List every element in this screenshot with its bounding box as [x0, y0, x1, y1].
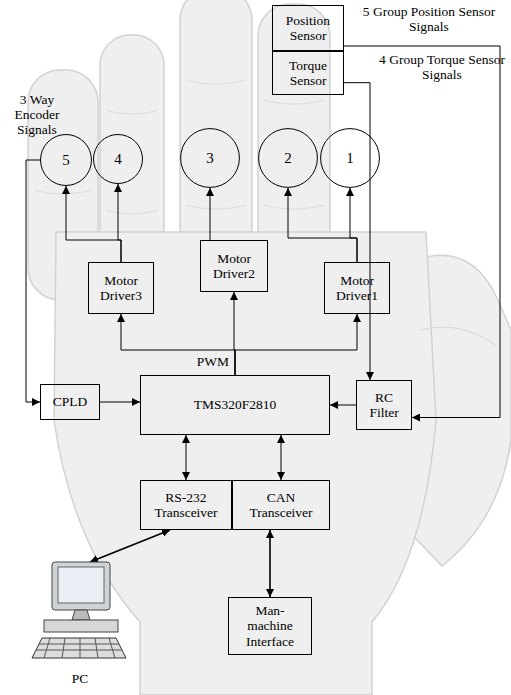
- circle-outline: [181, 129, 240, 188]
- signal-connector: [235, 314, 357, 375]
- sensor-box: Torque Sensor: [272, 51, 344, 95]
- processor-box: TMS320F2810: [140, 375, 330, 435]
- driver-box: Motor Driver2: [200, 240, 268, 292]
- signal-connector: [118, 184, 121, 262]
- keyboard-keys: [36, 638, 122, 658]
- signal-connector: [344, 46, 500, 418]
- signal-connector: [26, 160, 40, 402]
- finger-joint: [106, 210, 158, 214]
- circle-outline: [321, 129, 380, 188]
- node-text: Motor Driver3: [93, 273, 149, 303]
- circle-outline: [41, 135, 92, 186]
- signal-connector: [281, 435, 282, 480]
- transceiver-box: CAN Transceiver: [232, 480, 330, 530]
- motor-circle: 1: [320, 128, 380, 188]
- node-text: Motor Driver1: [329, 273, 385, 303]
- monitor-screen: [58, 567, 104, 603]
- node-text: 1: [346, 150, 354, 167]
- filter-box: RC Filter: [356, 380, 412, 430]
- signal-label: 3 Way Encoder Signals: [4, 92, 70, 137]
- node-text: Torque Sensor: [277, 58, 339, 88]
- signal-connector: [288, 188, 357, 262]
- node-text: CAN Transceiver: [237, 490, 325, 520]
- cpld-box: CPLD: [40, 384, 100, 420]
- monitor-body: [52, 562, 110, 610]
- signal-connector: [121, 314, 235, 375]
- thumb-joint: [420, 327, 495, 345]
- signal-connector: [66, 186, 121, 262]
- node-text: 5: [62, 152, 70, 169]
- signal-connector: [269, 530, 271, 597]
- bus-label: PWM: [196, 354, 230, 369]
- pc-icon: [30, 558, 130, 668]
- transceiver-box: RS-232 Transceiver: [140, 480, 232, 530]
- finger-joint: [186, 80, 246, 84]
- finger-joint: [106, 110, 158, 114]
- interface-box: Man-machine Interface: [228, 597, 312, 655]
- monitor-stand: [72, 610, 90, 620]
- finger-joint: [34, 190, 92, 194]
- driver-box: Motor Driver3: [88, 262, 154, 314]
- signal-connector: [344, 83, 370, 380]
- motor-circle: 5: [40, 134, 92, 186]
- circle-outline: [94, 135, 143, 184]
- signal-label: 4 Group Torque Sensor Signals: [378, 52, 506, 82]
- finger-joint: [264, 205, 324, 209]
- keyboard: [32, 638, 126, 658]
- node-text: CPLD: [53, 394, 88, 409]
- node-text: RC Filter: [361, 390, 407, 420]
- node-text: Man-machine Interface: [233, 603, 307, 648]
- node-text: 2: [284, 150, 292, 167]
- sensor-box: Position Sensor: [272, 5, 344, 51]
- computer-base: [44, 620, 118, 632]
- node-text: RS-232 Transceiver: [145, 490, 227, 520]
- circle-outline: [259, 129, 318, 188]
- signal-label: 5 Group Position Sensor Signals: [352, 4, 506, 34]
- signal-connector: [350, 188, 357, 262]
- finger-joint: [264, 100, 324, 104]
- node-text: TMS320F2810: [194, 397, 277, 412]
- driver-box: Motor Driver1: [324, 262, 390, 314]
- signal-connector: [330, 405, 356, 406]
- signal-connector: [186, 435, 187, 480]
- signal-connector: [100, 402, 140, 403]
- node-text: 4: [114, 151, 122, 168]
- signal-connector: [210, 188, 211, 240]
- motor-circle: 3: [180, 128, 240, 188]
- signal-connector: [90, 530, 170, 562]
- motor-circle: 2: [258, 128, 318, 188]
- node-text: Position Sensor: [277, 13, 339, 43]
- motor-circle: 4: [93, 134, 143, 184]
- pc-computer: PC: [30, 558, 130, 690]
- node-text: Motor Driver2: [205, 251, 263, 281]
- middle-finger: [180, 0, 252, 268]
- node-text: 3: [206, 150, 214, 167]
- finger-joint: [186, 205, 246, 209]
- node-text: PC: [72, 671, 89, 686]
